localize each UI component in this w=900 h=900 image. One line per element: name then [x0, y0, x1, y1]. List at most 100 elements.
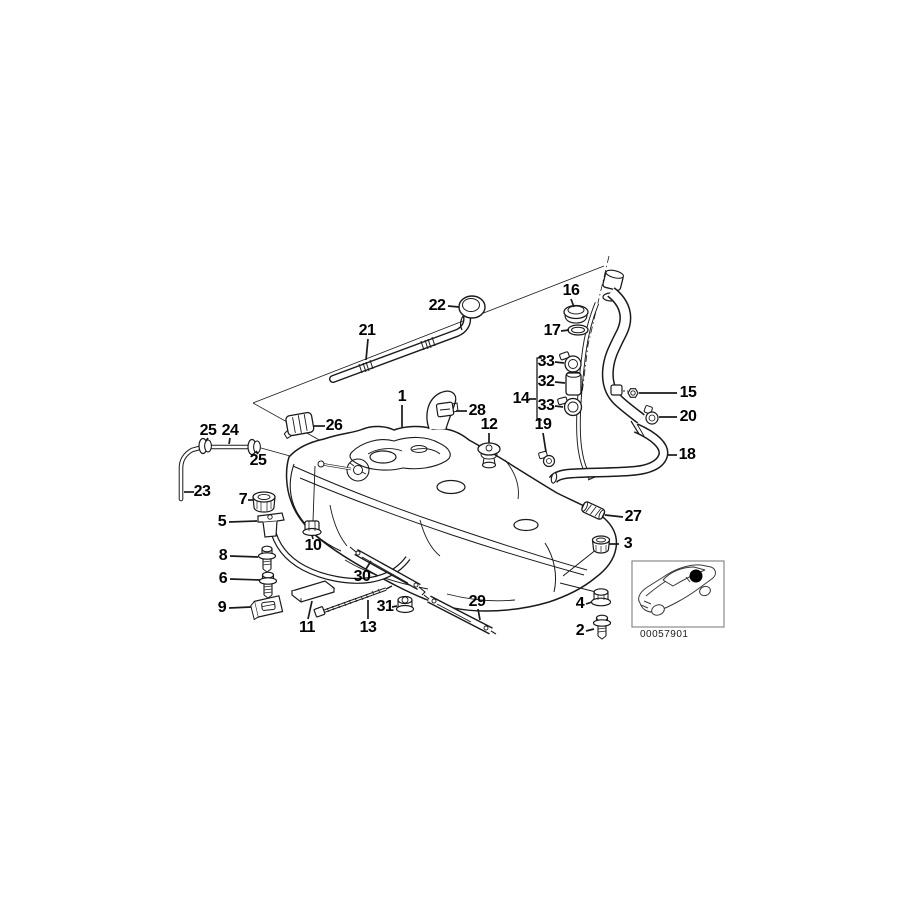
leader-25a — [205, 437, 209, 442]
leader-24 — [228, 437, 231, 445]
car-roofline — [662, 566, 706, 581]
leader-22 — [447, 305, 460, 308]
callout-32[interactable]: 32 — [537, 373, 555, 390]
seal-ring-17 — [567, 324, 589, 336]
bushing-3 — [591, 535, 611, 554]
callout-5[interactable]: 5 — [217, 513, 227, 530]
leader-32 — [554, 381, 566, 384]
callout-33b[interactable]: 33 — [537, 397, 555, 414]
callout-20[interactable]: 20 — [679, 408, 697, 425]
callout-15[interactable]: 15 — [679, 384, 697, 401]
hose-clamp-33-lower — [557, 396, 583, 417]
hose-sleeve-32 — [565, 371, 582, 396]
group-bracket-14 — [536, 357, 542, 421]
vent-pipe-23-24 — [178, 437, 291, 502]
leader-33a — [554, 361, 565, 364]
leader-lines — [184, 298, 677, 632]
callout-3[interactable]: 3 — [623, 535, 633, 552]
callout-6[interactable]: 6 — [218, 570, 228, 587]
screw-2 — [592, 614, 612, 640]
screw-6 — [258, 571, 278, 599]
callout-16[interactable]: 16 — [562, 282, 580, 299]
filler-pipe — [576, 269, 645, 481]
callout-4[interactable]: 4 — [575, 595, 585, 612]
callout-31[interactable]: 31 — [376, 598, 394, 615]
damper-26 — [283, 411, 315, 440]
strap-29 — [423, 594, 497, 635]
leader-19 — [542, 432, 547, 453]
car-thumbnail — [631, 560, 725, 628]
clip-28 — [435, 401, 459, 418]
breather-pipe-21 — [329, 295, 486, 383]
callout-25b[interactable]: 25 — [249, 452, 267, 469]
leader-30 — [365, 560, 372, 570]
bushing-7 — [252, 491, 276, 513]
leader-21 — [365, 338, 369, 361]
callout-2[interactable]: 2 — [575, 622, 585, 639]
callout-1[interactable]: 1 — [397, 388, 407, 405]
leader-9 — [228, 606, 252, 609]
leader-25b — [255, 450, 259, 455]
rubber-pad-11 — [290, 580, 336, 603]
callout-21[interactable]: 21 — [358, 322, 376, 339]
callout-17[interactable]: 17 — [543, 322, 561, 339]
leader-16 — [570, 298, 575, 308]
car-grille — [640, 604, 649, 609]
callout-23[interactable]: 23 — [193, 483, 211, 500]
leader-6 — [229, 578, 261, 581]
callout-27[interactable]: 27 — [624, 508, 642, 525]
tank-location-marker — [689, 569, 703, 583]
callout-14[interactable]: 14 — [512, 390, 530, 407]
nut-15 — [627, 388, 639, 398]
callout-29[interactable]: 29 — [468, 593, 486, 610]
callout-33a[interactable]: 33 — [537, 353, 555, 370]
leader-27 — [604, 514, 624, 518]
nut-4 — [590, 588, 612, 607]
callout-18[interactable]: 18 — [678, 446, 696, 463]
leader-31 — [391, 605, 398, 608]
callout-9[interactable]: 9 — [217, 599, 227, 616]
leader-33b — [554, 405, 564, 408]
screw-8 — [257, 545, 277, 573]
car-hood-line — [645, 580, 667, 597]
callout-26[interactable]: 26 — [325, 417, 343, 434]
callout-22[interactable]: 22 — [428, 297, 446, 314]
leader-11 — [307, 600, 313, 620]
callout-8[interactable]: 8 — [218, 547, 228, 564]
callout-12[interactable]: 12 — [480, 416, 498, 433]
grommet-31 — [395, 595, 415, 614]
vent-fitting — [610, 384, 623, 396]
nut-10 — [302, 520, 322, 537]
callout-13[interactable]: 13 — [359, 619, 377, 636]
leader-10 — [311, 534, 314, 540]
grommet-12 — [477, 442, 501, 469]
cable-tie-13 — [313, 585, 393, 618]
clamp-20 — [643, 405, 659, 425]
callout-24[interactable]: 24 — [221, 422, 239, 439]
callout-10[interactable]: 10 — [304, 537, 322, 554]
callout-11[interactable]: 11 — [299, 619, 315, 636]
callout-19[interactable]: 19 — [534, 416, 552, 433]
callout-28[interactable]: 28 — [468, 402, 486, 419]
leader-4 — [585, 601, 593, 605]
diagram-code: 00057901 — [640, 629, 689, 640]
vent-hose-18 — [548, 420, 669, 484]
sleeve-27 — [581, 501, 606, 520]
over-tank-lines — [312, 465, 598, 593]
callout-25a[interactable]: 25 — [199, 422, 217, 439]
bracket-5 — [257, 512, 285, 538]
hose-clamp-33-upper — [559, 351, 582, 373]
leader-17 — [560, 329, 570, 332]
callout-30[interactable]: 30 — [353, 568, 371, 585]
leader-29 — [477, 608, 481, 621]
leader-2 — [585, 628, 595, 632]
leader-5 — [228, 520, 258, 523]
leader-8 — [229, 555, 259, 558]
cap-16 — [563, 304, 589, 324]
callout-7[interactable]: 7 — [238, 491, 248, 508]
car-headlight — [643, 600, 652, 605]
clip-nut-9 — [250, 595, 284, 621]
clamp-19 — [538, 450, 556, 468]
